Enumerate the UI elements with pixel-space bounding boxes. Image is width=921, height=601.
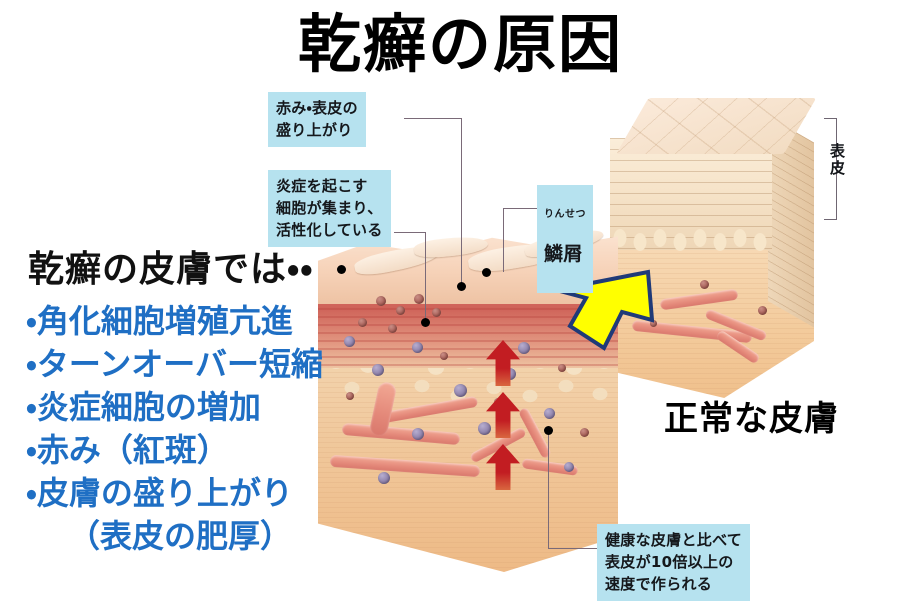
leader-line-inflammation (394, 232, 426, 233)
list-item: ・角化細胞増殖亢進 (26, 300, 366, 343)
inflammatory-cell (396, 306, 405, 315)
leader-line-redness (461, 118, 462, 286)
list-item-label: 皮膚の盛り上がり (36, 474, 293, 512)
psoriatic-keratinocyte-layer (318, 350, 618, 470)
callout-turnover-speed: 健康な皮膚と比べて 表皮が10倍以上の 速度で作られる (597, 524, 751, 601)
inflammatory-cell (346, 392, 354, 400)
inflammatory-cell (544, 408, 555, 419)
inflammatory-cell (376, 296, 386, 306)
inflammatory-cell (412, 428, 424, 440)
leader-line-scale (503, 208, 537, 209)
list-item: ・皮膚の盛り上がり （表皮の肥厚） (26, 472, 366, 558)
leader-endpoint (457, 282, 466, 291)
inflammatory-cell (558, 364, 566, 372)
leader-line-redness (404, 118, 462, 119)
symptom-list: ・角化細胞増殖亢進 ・ターンオーバー短縮 ・炎症細胞の増加 ・赤み（紅斑） ・皮… (26, 300, 366, 558)
inflammatory-cell (518, 342, 530, 354)
inflammatory-cell (432, 308, 441, 317)
normal-skin-surface (616, 98, 817, 154)
immune-cell (650, 320, 657, 327)
inflammatory-cell (580, 428, 589, 437)
inflammatory-cell (378, 472, 390, 484)
leader-endpoint (421, 318, 430, 327)
leader-line-speed (548, 430, 549, 549)
list-item-label: ターンオーバー短縮 (36, 345, 323, 383)
leader-endpoint (482, 268, 491, 277)
inflammatory-cell (454, 384, 467, 397)
leader-line-inflammation (425, 232, 426, 322)
list-item-label: 角化細胞増殖亢進 (36, 302, 293, 340)
epidermis-bracket (824, 118, 837, 220)
page-title: 乾癬の原因 (298, 8, 623, 81)
list-item: ・赤み（紅斑） (26, 429, 366, 472)
callout-scale: りんせつ 鱗屑 (537, 185, 593, 293)
leader-line-speed (548, 548, 598, 549)
leader-line-scale (503, 208, 504, 272)
inflammatory-cell (564, 462, 574, 472)
inflammatory-cell (358, 318, 367, 327)
list-item-marker: ・ (26, 345, 37, 383)
list-item-marker: ・ (26, 388, 37, 426)
inflammatory-cell (344, 336, 355, 347)
inflammatory-cell (388, 324, 397, 333)
normal-skin-illustration (608, 98, 818, 398)
epidermis-label: 表皮 (828, 143, 846, 177)
lead-heading: 乾癬の皮膚では・・ (28, 249, 314, 290)
list-item-marker: ・ (26, 474, 37, 512)
normal-basal-cell-layer (610, 226, 772, 256)
inflammatory-cell (414, 294, 424, 304)
leader-endpoint (544, 426, 553, 435)
leader-endpoint (337, 265, 346, 274)
callout-inflammation: 炎症を起こす 細胞が集まり、 活性化している (268, 170, 391, 247)
list-item: ・ターンオーバー短縮 (26, 343, 366, 386)
callout-scale-base: 鱗屑 (544, 243, 583, 265)
list-item-label: 炎症細胞の増加 (36, 388, 261, 426)
callout-scale-ruby: りんせつ (544, 209, 586, 220)
list-item-sublabel: （表皮の肥厚） (68, 517, 293, 555)
list-item-label: 赤み（紅斑） (36, 431, 229, 469)
inflammatory-cell (372, 364, 384, 376)
normal-skin-label: 正常な皮膚 (664, 399, 839, 439)
list-item-marker: ・ (26, 431, 37, 469)
immune-cell (700, 280, 709, 289)
callout-redness: 赤み・表皮の 盛り上がり (268, 92, 366, 147)
list-item-marker: ・ (26, 302, 37, 340)
inflammatory-cell (412, 342, 423, 353)
inflammatory-cell (478, 422, 491, 435)
list-item: ・炎症細胞の増加 (26, 386, 366, 429)
immune-cell (758, 306, 767, 315)
inflammatory-cell (440, 352, 448, 360)
